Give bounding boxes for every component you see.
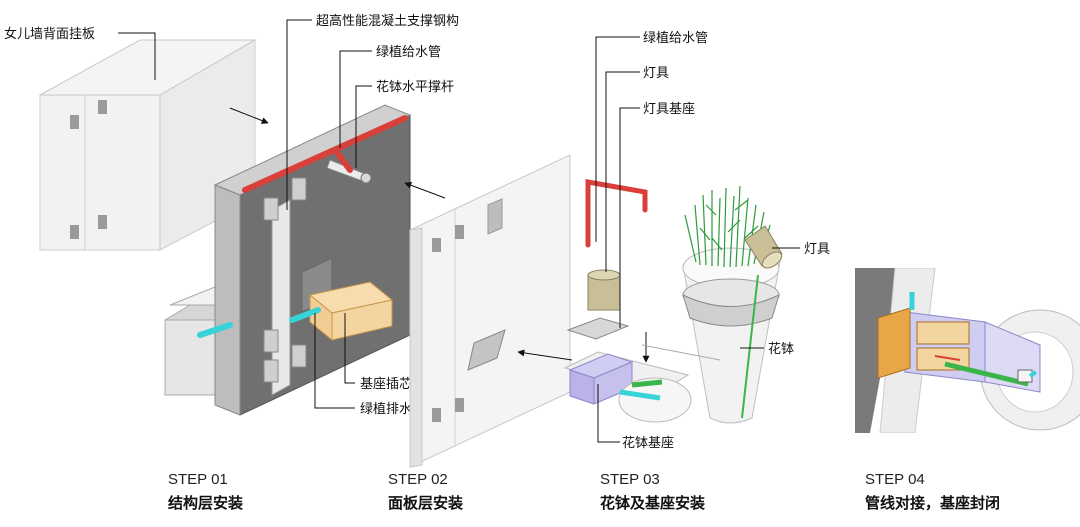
label-parapet-panel: 女儿墙背面挂板 <box>4 26 95 42</box>
lamp-cylinder <box>587 269 621 311</box>
step03-number: STEP 03 <box>600 471 660 488</box>
label-drain-pipe: 绿植排水管 <box>360 402 425 417</box>
step02-name: 面板层安装 <box>388 494 464 512</box>
step04-number: STEP 04 <box>865 471 925 488</box>
flower-pot <box>682 247 781 424</box>
label-steel-structure: 超高性能混凝土支撑钢构 <box>316 13 459 29</box>
base-core <box>308 281 394 342</box>
label-pot-strut: 花钵水平撑杆 <box>376 79 454 95</box>
face-panel <box>409 154 571 468</box>
label-pot-base: 花钵基座 <box>622 435 674 451</box>
label-water-pipe-2: 绿植给水管 <box>643 31 708 46</box>
label-lamp-2: 灯具 <box>804 242 830 257</box>
leaders-step03 <box>595 36 800 443</box>
label-lamp-1: 灯具 <box>643 66 669 81</box>
structure-wall <box>164 104 412 416</box>
arrow-1 <box>229 107 269 124</box>
arrow-3 <box>517 349 573 361</box>
label-water-pipe-1: 绿植给水管 <box>376 45 441 60</box>
leaders-step01 <box>118 19 372 409</box>
lamp-water-pipe <box>585 179 648 248</box>
step03-name: 花钵及基座安装 <box>600 494 706 512</box>
step02-number: STEP 02 <box>388 471 448 488</box>
pot-base <box>563 351 692 423</box>
step01-name: 结构层安装 <box>168 494 244 512</box>
detail-view <box>855 268 1080 433</box>
label-lamp-base: 灯具基座 <box>643 102 695 117</box>
step04-name: 管线对接，基座封闭 <box>865 494 1001 512</box>
lamp-base-plate <box>566 317 630 340</box>
label-base-core: 基座插芯 <box>360 377 412 392</box>
spot-lamp <box>744 225 783 269</box>
arrow-2 <box>404 181 446 199</box>
label-flower-pot: 花钵 <box>768 341 794 357</box>
step01-number: STEP 01 <box>168 471 228 488</box>
